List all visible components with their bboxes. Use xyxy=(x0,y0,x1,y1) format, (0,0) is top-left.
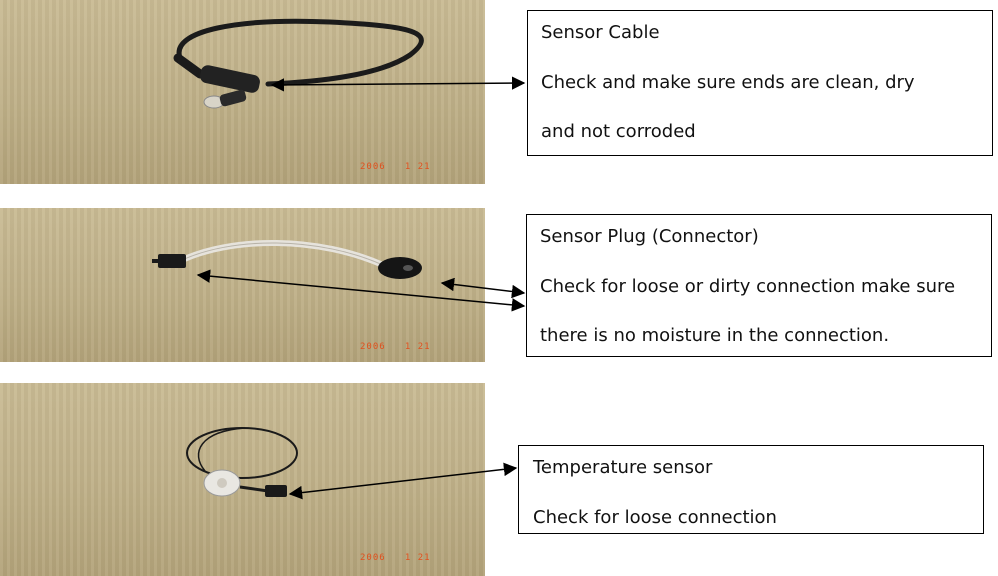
callout-title: Sensor Cable xyxy=(541,22,660,43)
temperature-sensor-photo: 2006 1 21 xyxy=(0,383,485,576)
callout-instruction: Check and make sure ends are clean, dry xyxy=(541,71,915,93)
temperature-sensor-image xyxy=(186,427,298,497)
sensor-cable-photo: 2006 1 21 xyxy=(0,0,485,184)
sensor-plug-photo: 2006 1 21 xyxy=(0,208,485,362)
photo-date-stamp: 2006 1 21 xyxy=(360,162,431,172)
sensor-cable-image xyxy=(173,18,424,109)
callout-instruction: Check for loose or dirty connection make… xyxy=(540,275,956,297)
callout-title: Temperature sensor xyxy=(533,457,713,478)
callout-instruction: Check for loose connection xyxy=(533,506,777,528)
sensor-plug-image xyxy=(152,239,422,279)
temperature-sensor-callout: Temperature sensor Check for loose conne… xyxy=(518,445,984,534)
photo-date-stamp: 2006 1 21 xyxy=(360,553,431,563)
callout-instruction: there is no moisture in the connection. xyxy=(540,325,890,346)
sensor-cable-callout: Sensor Cable Check and make sure ends ar… xyxy=(527,10,993,156)
photo-date-stamp: 2006 1 21 xyxy=(360,342,431,352)
sensor-plug-callout: Sensor Plug (Connector) Check for loose … xyxy=(526,214,992,357)
callout-instruction: and not corroded xyxy=(541,121,696,142)
callout-title: Sensor Plug (Connector) xyxy=(540,226,759,247)
